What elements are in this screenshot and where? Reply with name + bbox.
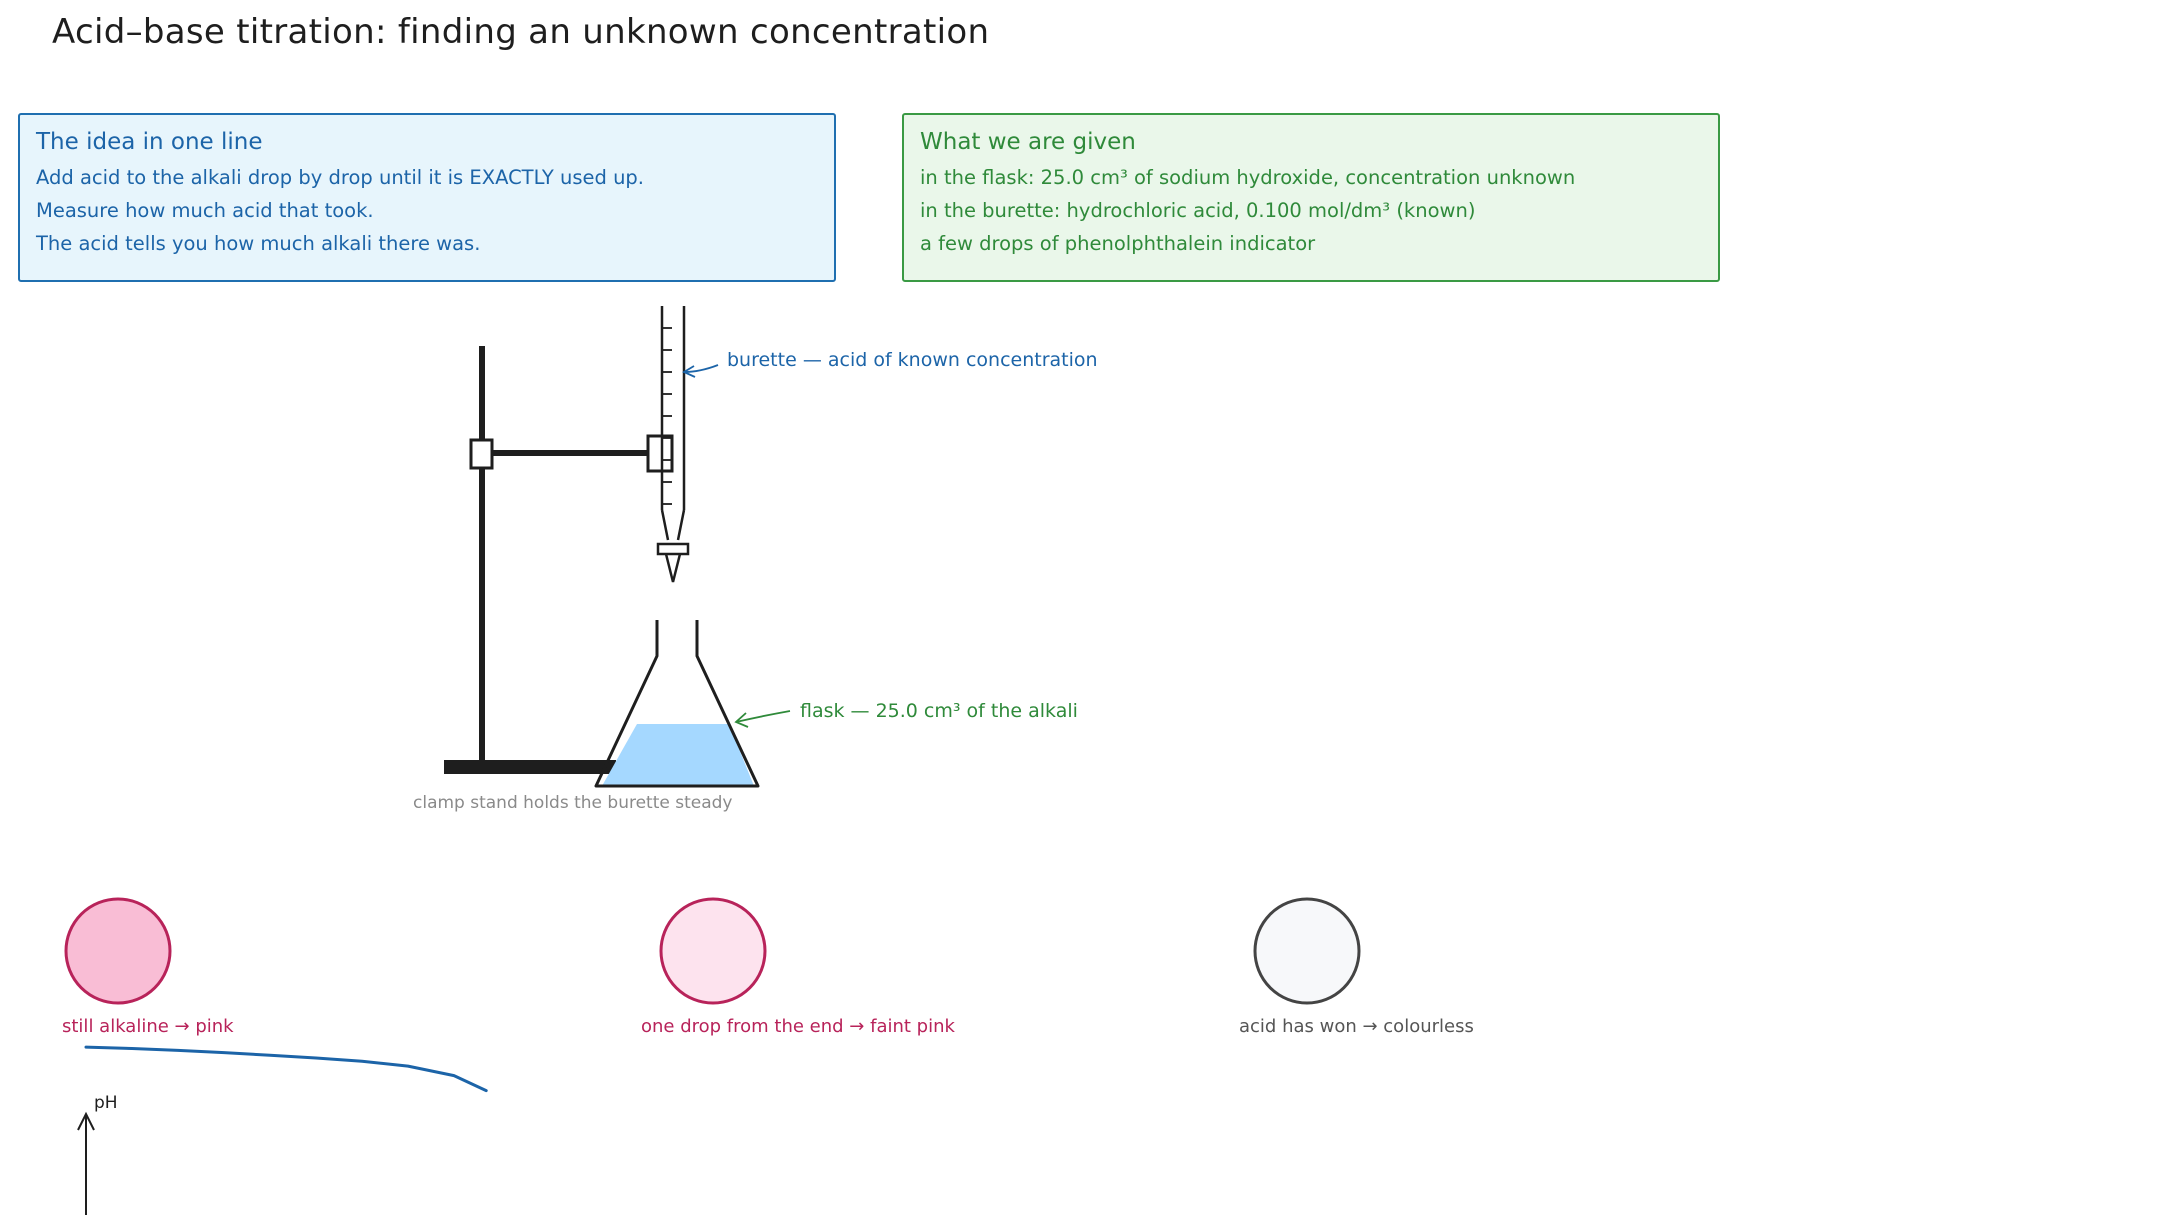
- stand-label: clamp stand holds the burette steady: [413, 793, 733, 813]
- series-layer: [84, 1045, 488, 1093]
- burette-tap: [656, 542, 690, 556]
- given-card: What we are given in the flask: 25.0 cm³…: [902, 113, 1720, 282]
- flask-outline: [594, 620, 760, 788]
- swatch-label-faint-pink: one drop from the end → faint pink: [641, 1016, 955, 1037]
- swatch-pink: [64, 897, 172, 1005]
- given-line: in the flask: 25.0 cm³ of sodium hydroxi…: [920, 166, 1576, 189]
- y-axis: [77, 1111, 95, 1215]
- conical-flask: [594, 620, 760, 788]
- flask-label: flask — 25.0 cm³ of the alkali: [800, 700, 1078, 722]
- idea-line: The acid tells you how much alkali there…: [36, 232, 481, 255]
- burette-label-arrow: [682, 364, 719, 378]
- burette-label: burette — acid of known concentration: [727, 349, 1098, 371]
- given-card-title: What we are given: [920, 129, 1136, 155]
- swatch-label-pink: still alkaline → pink: [62, 1016, 234, 1037]
- idea-line: Add acid to the alkali drop by drop unti…: [36, 166, 645, 189]
- y-axis-label: pH: [94, 1093, 118, 1113]
- swatch-colourless: [1253, 897, 1361, 1005]
- swatch-label-colourless: acid has won → colourless: [1239, 1016, 1474, 1037]
- burette-graduations: [662, 327, 672, 505]
- ph-curve-series-0: [84, 1045, 488, 1093]
- given-line: a few drops of phenolphthalein indicator: [920, 232, 1316, 255]
- idea-line: Measure how much acid that took.: [36, 199, 374, 222]
- clamp-jaw: [646, 434, 674, 473]
- given-line: in the burette: hydrochloric acid, 0.100…: [920, 199, 1476, 222]
- idea-card: The idea in one line Add acid to the alk…: [18, 113, 836, 282]
- clamp-stand: [444, 346, 674, 774]
- flask-liquid: [602, 724, 754, 786]
- flask-label-arrow: [734, 710, 791, 728]
- burette: [656, 306, 690, 583]
- boss-head: [469, 438, 494, 470]
- idea-card-title: The idea in one line: [36, 129, 263, 155]
- swatch-faint-pink: [659, 897, 767, 1005]
- page-title: Acid–base titration: finding an unknown …: [52, 12, 990, 52]
- stand-base: [444, 760, 616, 774]
